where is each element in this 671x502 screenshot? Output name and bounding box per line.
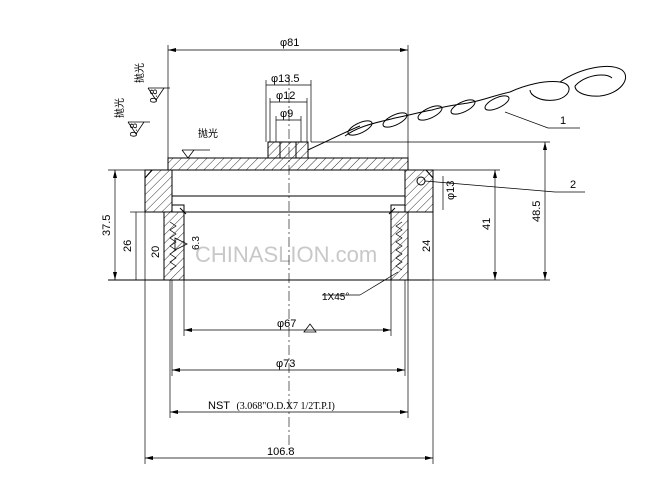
dim-d73: φ73 (276, 358, 295, 370)
dimension-lines (108, 45, 585, 464)
dim-d9: φ9 (280, 108, 293, 120)
dim-d67: φ67 (277, 318, 296, 330)
dim-41: 41 (481, 218, 493, 230)
finish-label-top: 抛光 (133, 63, 146, 83)
watermark: CHINASLION.com (195, 242, 377, 267)
thread-spec: NST (3.068"O.D.X7 1/2T.P.I) (208, 396, 335, 413)
dim-6-3: 6.3 (191, 236, 202, 250)
thread-detail: (3.068"O.D.X7 1/2T.P.I) (236, 401, 334, 412)
chain (307, 65, 627, 151)
finish-symbol-mid: 0.8 (129, 123, 140, 137)
callout-1: 1 (560, 115, 566, 127)
finish-label-mid: 抛光 (113, 98, 126, 118)
dim-chamfer: 1X45° (322, 292, 349, 303)
dim-d81: φ81 (280, 37, 299, 49)
dim-26: 26 (122, 240, 134, 252)
dim-d12: φ12 (276, 90, 295, 102)
dim-24: 24 (421, 240, 433, 252)
finish-symbol-top: 0.8 (149, 89, 160, 103)
dim-48-5: 48.5 (531, 201, 543, 222)
dim-20: 20 (150, 246, 162, 258)
surface-finish-symbols (127, 87, 317, 333)
dim-d13-5: φ13.5 (271, 73, 300, 85)
callout-2: 2 (570, 179, 576, 191)
dim-37-5: 37.5 (101, 215, 113, 236)
dim-106-8: 106.8 (267, 446, 295, 458)
dim-d13: φ13 (445, 181, 457, 200)
thread-prefix: NST (208, 400, 230, 412)
arrowheads (113, 48, 547, 460)
finish-label-inner: 抛光 (198, 127, 218, 140)
